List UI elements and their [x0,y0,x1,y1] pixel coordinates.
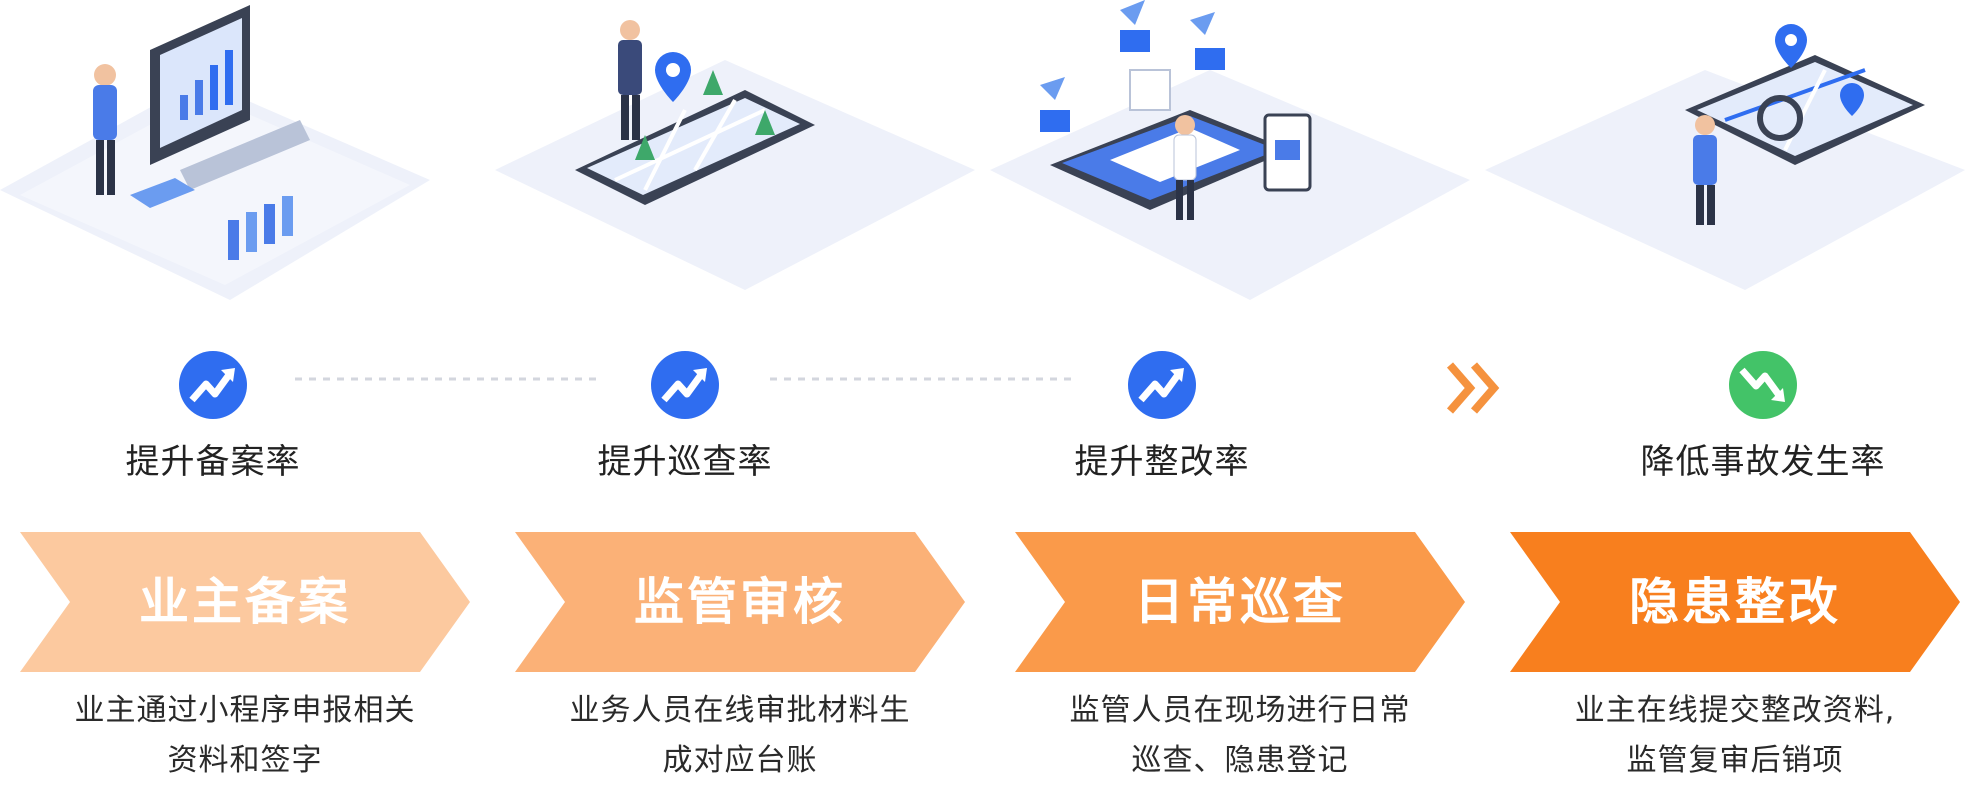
step-banner: 隐患整改 [1510,532,1960,672]
step-1: 提升备案率 业主备案 业主通过小程序申报相关 资料和签字 [0,0,480,787]
dotted-connector-2 [770,377,1075,381]
description-line: 巡查、隐患登记 [1131,743,1349,778]
double-chevron-icon [1442,355,1508,421]
description-line: 业务人员在线审批材料生 [569,693,911,728]
step-title: 监管审核 [634,573,846,631]
trend-up-icon [178,350,248,420]
metric-label: 提升巡查率 [597,442,773,482]
description-line: 业主通过小程序申报相关 [74,693,416,728]
step-title: 隐患整改 [1629,573,1841,631]
step-title: 业主备案 [139,573,351,631]
step-banner: 日常巡查 [1015,532,1465,672]
illustration-map-tablet [495,0,975,320]
description-line: 资料和签字 [167,743,323,778]
step-description: 业务人员在线审批材料生 成对应台账 [530,686,950,786]
description-line: 监管复审后销项 [1626,743,1844,778]
description-line: 成对应台账 [662,743,818,778]
metric-label: 提升整改率 [1074,442,1250,482]
illustration-map-magnifier [1485,0,1965,320]
illustration-mail-tablet [990,0,1470,320]
step-banner: 业主备案 [20,532,470,672]
trend-up-icon [650,350,720,420]
step-description: 业主在线提交整改资料, 监管复审后销项 [1525,686,1945,786]
metric-label: 提升备案率 [125,442,301,482]
trend-up-icon [1127,350,1197,420]
description-line: 业主在线提交整改资料, [1574,693,1896,728]
metric-label: 降低事故发生率 [1640,442,1886,482]
step-2: 提升巡查率 监管审核 业务人员在线审批材料生 成对应台账 [495,0,975,787]
step-description: 监管人员在现场进行日常 巡查、隐患登记 [1030,686,1450,786]
step-title: 日常巡查 [1134,573,1346,631]
illustration-analytics-computer [0,0,480,320]
step-description: 业主通过小程序申报相关 资料和签字 [35,686,455,786]
step-banner: 监管审核 [515,532,965,672]
trend-down-icon [1728,350,1798,420]
dotted-connector-1 [295,377,600,381]
step-4: 降低事故发生率 隐患整改 业主在线提交整改资料, 监管复审后销项 [1485,0,1965,787]
step-3: 提升整改率 日常巡查 监管人员在现场进行日常 巡查、隐患登记 [990,0,1470,787]
description-line: 监管人员在现场进行日常 [1069,693,1411,728]
